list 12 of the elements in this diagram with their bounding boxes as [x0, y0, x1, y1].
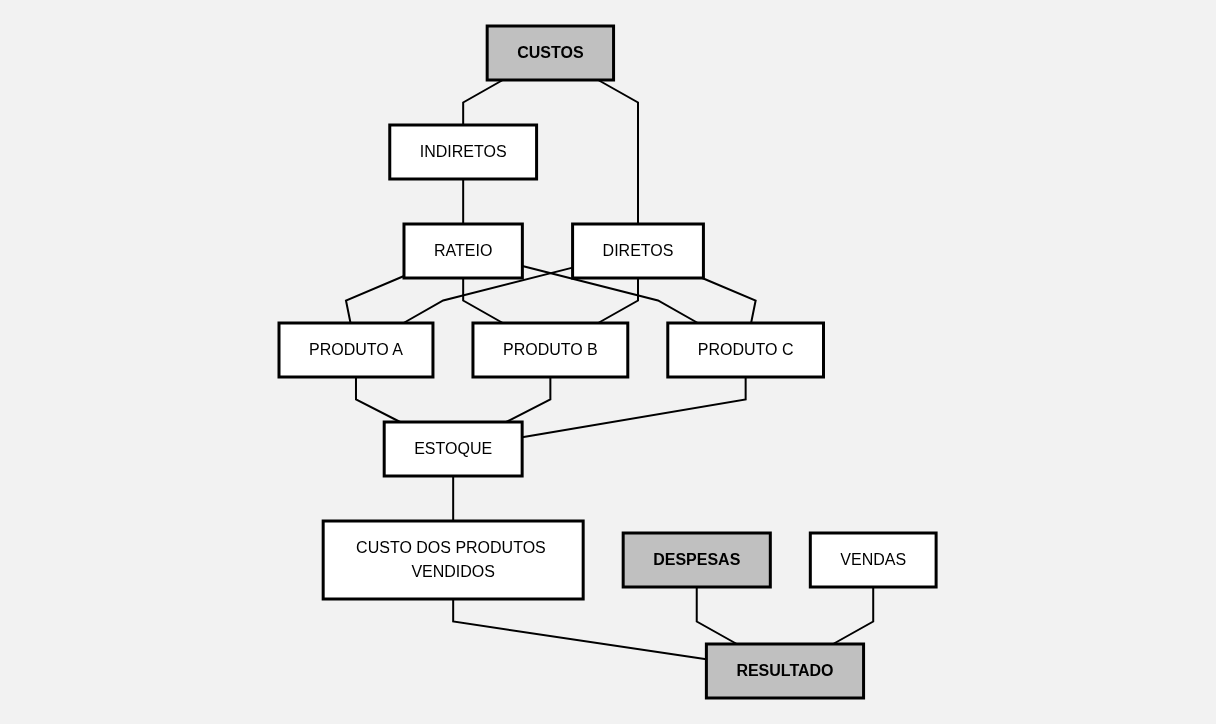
node-box: PRODUTO C [666, 321, 826, 379]
node-box: RATEIO [402, 222, 525, 280]
node-box: PRODUTO A [277, 321, 435, 379]
node-box: PRODUTO B [471, 321, 630, 379]
node-box: CUSTO DOS PRODUTOS VENDIDOS [322, 519, 586, 601]
node-box: DIRETOS [571, 222, 706, 280]
node-box: VENDAS [809, 531, 939, 589]
node-box: DESPESAS [622, 531, 773, 589]
node-box: CUSTOS [486, 24, 616, 82]
node-box: ESTOQUE [383, 420, 525, 478]
node-box: RESULTADO [705, 642, 866, 700]
node-box: INDIRETOS [388, 123, 539, 181]
